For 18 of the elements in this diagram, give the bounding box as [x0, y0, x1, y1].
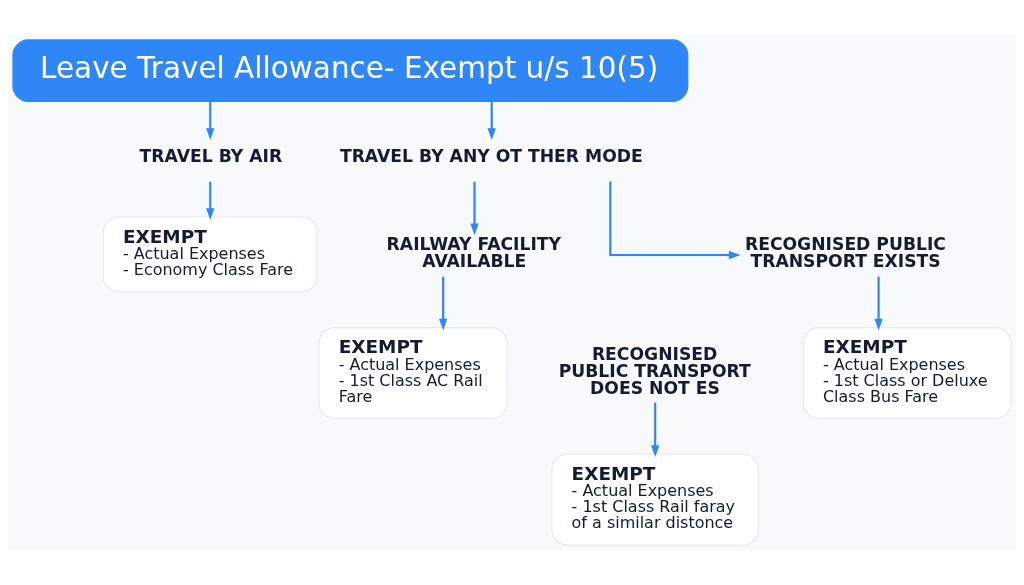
node-box: EXEMPT - Actual Expenses - 1st Class AC Rail Fare: [318, 326, 508, 420]
arrow: [874, 276, 883, 331]
arrow: [206, 101, 215, 141]
node-box: EXEMPT - Actual Expenses - 1st Class or Deluxe Class Bus Fare: [802, 326, 1012, 420]
arrow: [470, 181, 479, 236]
arrow: [609, 181, 741, 260]
node-text: TRAVEL BY ANY OT THER MODE: [339, 146, 643, 167]
node-text: RECOGNISED PUBLIC TRANSPORT EXISTS: [744, 233, 946, 271]
arrow: [487, 101, 496, 141]
arrow: [439, 276, 448, 331]
node-text: TRAVEL BY AIR: [139, 146, 283, 167]
arrow: [651, 402, 660, 458]
node-box: Leave Travel Allowance- Exempt u/s 10(5): [12, 39, 689, 102]
node-box: EXEMPT - Actual Expenses - 1st Class Rail faray of a similar distonce: [551, 453, 760, 546]
arrow: [206, 181, 215, 221]
node-text: RECOGNISED PUBLIC TRANSPORT DOES NOT ES: [558, 343, 751, 399]
node-text: RAILWAY FACILITY AVAILABLE: [386, 233, 562, 271]
node-box: EXEMPT - Actual Expenses - Economy Class Fare: [102, 216, 318, 293]
